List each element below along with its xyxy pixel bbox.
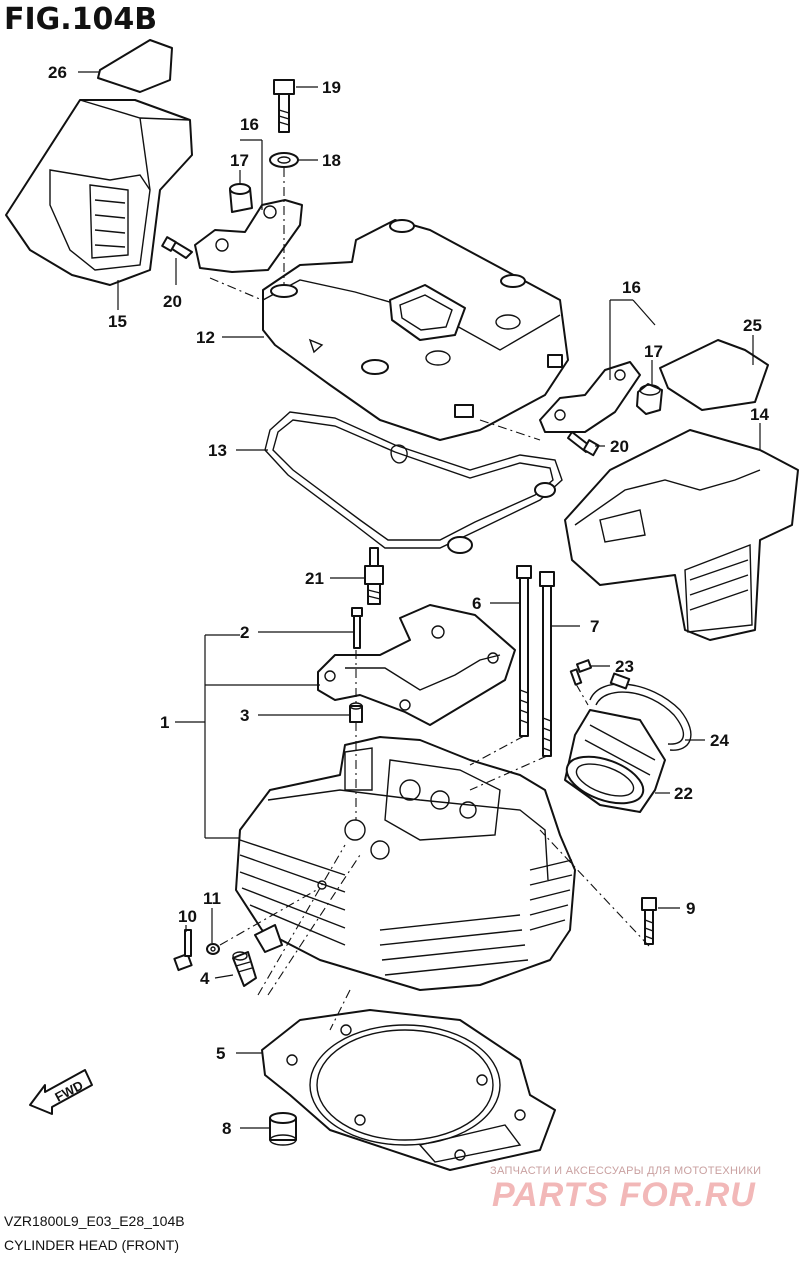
callout-23: 23 <box>615 657 634 676</box>
part-23-screw <box>569 659 593 686</box>
part-22-intake-pipe <box>564 709 666 813</box>
callout-16-right: 16 <box>622 278 641 297</box>
model-code: VZR1800L9_E03_E28_104B <box>4 1213 185 1229</box>
part-12-head-cover <box>262 219 569 441</box>
leader-lines <box>78 71 761 1129</box>
part-8-dowel <box>269 1112 297 1146</box>
figure-title: FIG.104B <box>4 2 158 37</box>
callout-20-left: 20 <box>163 292 182 311</box>
part-14-cover <box>564 429 799 641</box>
callout-21: 21 <box>305 569 324 588</box>
callout-9: 9 <box>686 899 695 918</box>
callout-16-left: 16 <box>240 115 259 134</box>
callout-17-right: 17 <box>644 342 663 361</box>
part-7-stud-bolt <box>539 571 555 757</box>
part-26-pad <box>97 39 173 93</box>
callout-18: 18 <box>322 151 341 170</box>
callout-19: 19 <box>322 78 341 97</box>
part-20-bolt-left <box>161 236 193 259</box>
part-17-damper-left <box>229 183 253 213</box>
part-24-clamp <box>589 672 692 751</box>
callout-2: 2 <box>240 623 249 642</box>
part-17-damper-right <box>636 383 663 415</box>
callout-11: 11 <box>203 889 221 908</box>
callout-17-left: 17 <box>230 151 249 170</box>
part-20-bolt-right <box>567 431 600 457</box>
part-16-bracket-right <box>539 361 641 433</box>
fwd-arrow-icon: FWD <box>29 1069 93 1115</box>
watermark-tagline: ЗАПЧАСТИ И АКСЕССУАРЫ ДЛЯ МОТОТЕХНИКИ <box>490 1165 762 1177</box>
callout-8: 8 <box>222 1119 231 1138</box>
part-10-bolt <box>173 929 193 972</box>
callout-labels: 26 19 16 18 17 20 15 12 16 25 17 14 13 2… <box>48 63 769 1138</box>
callout-14: 14 <box>750 405 769 424</box>
part-3-dowel <box>349 702 363 723</box>
part-18-washer <box>269 152 299 168</box>
part-5-head-gasket <box>261 1009 556 1171</box>
callout-12: 12 <box>196 328 215 347</box>
part-1-camshaft-holder <box>317 604 516 726</box>
fwd-label: FWD <box>52 1077 85 1104</box>
part-11-washer <box>206 943 220 955</box>
callout-13: 13 <box>208 441 227 460</box>
callout-10: 10 <box>178 907 197 926</box>
part-2-bolt <box>351 607 363 649</box>
part-19-bolt <box>273 79 295 133</box>
callout-26: 26 <box>48 63 67 82</box>
part-15-cover <box>5 99 193 286</box>
part-6-stud-bolt <box>516 565 532 737</box>
part-13-gasket <box>264 411 563 554</box>
callout-4: 4 <box>200 969 210 988</box>
callout-20-right: 20 <box>610 437 629 456</box>
callout-7: 7 <box>590 617 599 636</box>
watermark-logo: PARTS FOR.RU <box>492 1176 756 1214</box>
callout-25: 25 <box>743 316 762 335</box>
part-4-union <box>232 951 257 987</box>
callout-5: 5 <box>216 1044 225 1063</box>
figure-description: CYLINDER HEAD (FRONT) <box>4 1237 180 1253</box>
part-16-bracket-left <box>194 199 303 273</box>
part-9-bolt <box>641 897 657 945</box>
callout-6: 6 <box>472 594 481 613</box>
callout-3: 3 <box>240 706 249 725</box>
callout-24: 24 <box>710 731 729 750</box>
part-21-spark-plug <box>364 547 384 605</box>
part-25-pad <box>659 339 769 411</box>
assembly-lines <box>209 168 650 1031</box>
callout-15: 15 <box>108 312 127 331</box>
callout-1: 1 <box>160 713 169 732</box>
part-1-cylinder-head <box>235 736 576 991</box>
callout-22: 22 <box>674 784 693 803</box>
